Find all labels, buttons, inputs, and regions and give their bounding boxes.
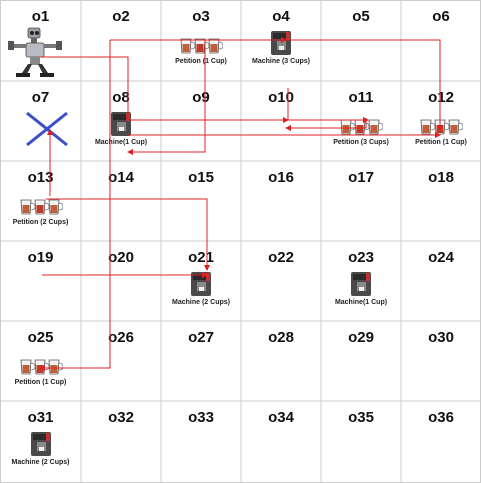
cell-o7: o7 [0,81,81,161]
cell-o2: o2 [81,0,161,81]
cell-label: o20 [108,249,134,266]
cell-o28: o28 [241,321,321,401]
cell-o17: o17 [321,161,401,241]
cell-o33: o33 [161,401,241,483]
cell-o27: o27 [161,321,241,401]
cell-o19: o19 [0,241,81,321]
cell-o34: o34 [241,401,321,483]
cell-label: o28 [268,329,294,346]
cell-label: o36 [428,409,454,426]
coffee-machine-icon [271,31,291,55]
petition-label: Petition (1 Cup) [175,58,227,65]
cell-o5: o5 [321,0,401,81]
cell-label: o1 [31,8,50,25]
coffee-machine-icon [191,272,211,296]
cell-label: o8 [112,89,130,106]
cell-label: o14 [108,169,134,186]
petition-cups-icon [420,119,463,135]
cell-o18: o18 [401,161,481,241]
cell-o29: o29 [321,321,401,401]
cell-label: o33 [188,409,214,426]
blocked-x-icon [26,111,68,147]
cell-o35: o35 [321,401,401,483]
cell-label: o27 [188,329,214,346]
cell-o14: o14 [81,161,161,241]
cell-o9: o9 [161,81,241,161]
cell-label: o10 [268,89,294,106]
cell-o6: o6 [401,0,481,81]
machine-label: Machine (2 Cups) [172,299,230,306]
cell-label: o34 [268,409,294,426]
petition-cups-icon [20,199,63,215]
petition-label: Petition (1 Cup) [14,379,67,386]
machine-label: Machine (2 Cups) [11,459,70,466]
machine-label: Machine (3 Cups) [252,58,310,65]
cell-label: o15 [188,169,214,186]
petition-label: Petition (2 Cups) [12,219,69,226]
petition-label: Petition (3 Cups) [333,139,389,146]
petition-cups-icon [340,119,383,135]
cell-label: o12 [428,89,454,106]
cell-o1: o1 [0,0,81,81]
cell-label: o17 [348,169,374,186]
petition-label: Petition (1 Cup) [415,139,467,146]
petition-cups-icon [20,359,63,375]
cell-label: o3 [192,8,210,25]
cell-label: o18 [428,169,454,186]
cell-o26: o26 [81,321,161,401]
cell-o30: o30 [401,321,481,401]
robot-icon [8,27,62,77]
cell-label: o21 [188,249,214,266]
cell-label: o16 [268,169,294,186]
cell-label: o25 [27,329,54,346]
cell-label: o2 [112,8,130,25]
coffee-machine-icon [111,112,131,136]
cell-label: o11 [348,89,374,106]
cell-o36: o36 [401,401,481,483]
cell-o32: o32 [81,401,161,483]
cell-label: o9 [192,89,210,106]
cell-label: o35 [348,409,374,426]
cell-label: o4 [272,8,290,25]
cell-o24: o24 [401,241,481,321]
cell-label: o24 [428,249,454,266]
cell-label: o22 [268,249,294,266]
cell-label: o31 [27,409,54,426]
cell-label: o32 [108,409,134,426]
coffee-machine-icon [31,432,51,456]
machine-label: Machine(1 Cup) [334,299,388,306]
cell-label: o13 [27,169,54,186]
petition-cups-icon [180,38,223,54]
coffee-machine-icon [351,272,371,296]
cell-label: o23 [348,249,374,266]
cell-label: o7 [31,89,50,106]
cell-label: o29 [348,329,374,346]
cell-label: o5 [352,8,370,25]
cell-o20: o20 [81,241,161,321]
cell-label: o19 [27,249,54,266]
cell-label: o26 [108,329,134,346]
cell-o22: o22 [241,241,321,321]
cell-o16: o16 [241,161,321,241]
cell-o15: o15 [161,161,241,241]
machine-label: Machine(1 Cup) [94,139,148,146]
cell-label: o30 [428,329,454,346]
cell-o10: o10 [241,81,321,161]
cell-label: o6 [432,8,450,25]
